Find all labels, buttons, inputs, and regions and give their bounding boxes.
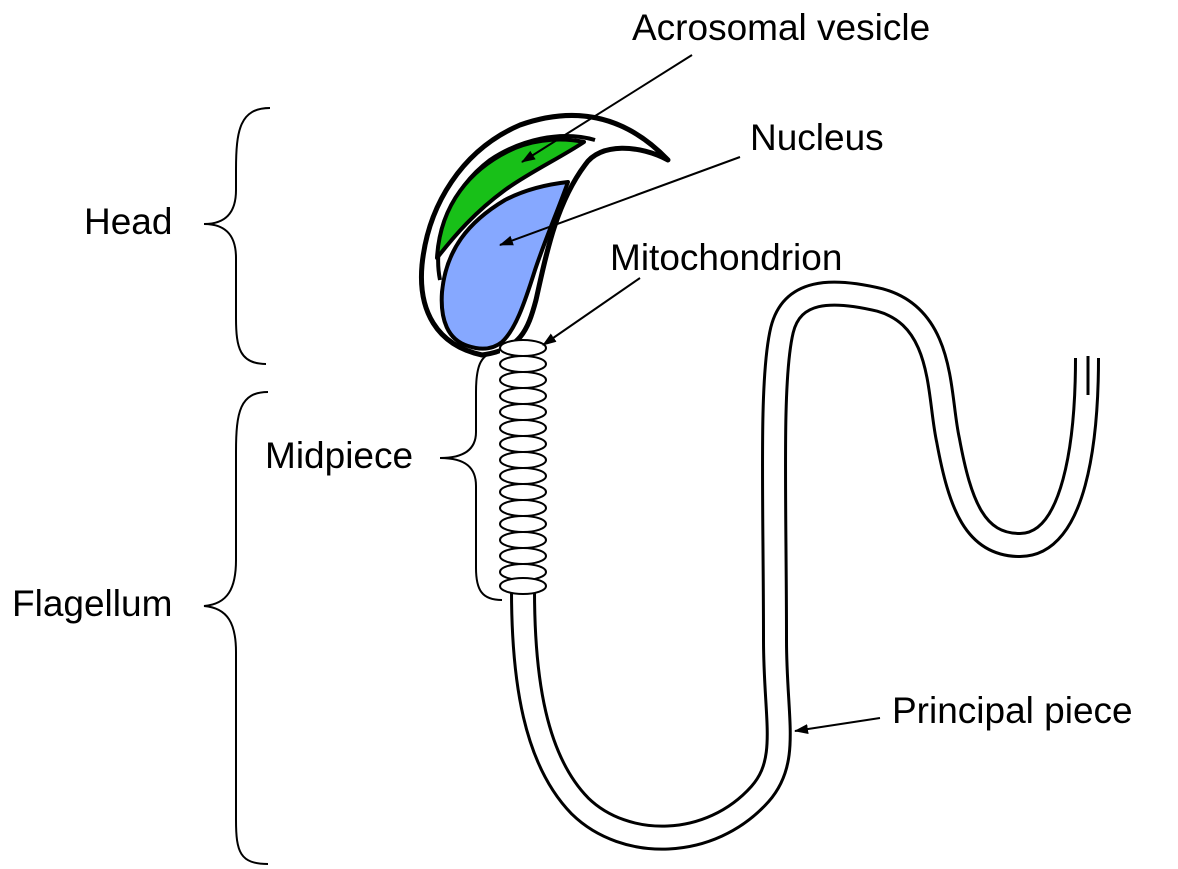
head-label: Head	[84, 201, 172, 242]
nucleus-label: Nucleus	[750, 117, 884, 158]
principal-piece-tail-core	[523, 294, 1087, 838]
mitochondrion-coil	[500, 578, 546, 594]
mitochondrion-coil	[500, 516, 546, 532]
mitochondrion-coil	[500, 484, 546, 500]
mitochondrion-coil	[500, 388, 546, 404]
mitochondrion-coil	[500, 500, 546, 516]
mitochondrion-coil	[500, 532, 546, 548]
mitochondrion-coil	[500, 420, 546, 436]
acrosomal-vesicle-label: Acrosomal vesicle	[632, 7, 930, 48]
mitochondrion-coil	[500, 372, 546, 388]
mitochondrion-coil	[500, 356, 546, 372]
mitochondrion-coil	[500, 452, 546, 468]
midpiece-brace	[440, 350, 502, 600]
head-brace	[204, 108, 270, 364]
mitochondrion-coil	[500, 468, 546, 484]
mitochondrion-coil	[500, 340, 546, 356]
mitochondrion-coil	[500, 404, 546, 420]
mitochondrion-pointer	[543, 278, 640, 345]
mitochondrion-coil	[500, 548, 546, 564]
flagellum-brace	[204, 392, 268, 864]
principal-piece-tail-outline	[523, 294, 1087, 838]
mitochondrion-coil	[500, 436, 546, 452]
midpiece-coils	[500, 340, 546, 594]
flagellum-label: Flagellum	[12, 583, 172, 624]
mitochondrion-label: Mitochondrion	[610, 237, 842, 278]
principal-piece-label: Principal piece	[892, 690, 1133, 731]
principal-piece-pointer	[795, 718, 880, 731]
midpiece-label: Midpiece	[265, 435, 413, 476]
